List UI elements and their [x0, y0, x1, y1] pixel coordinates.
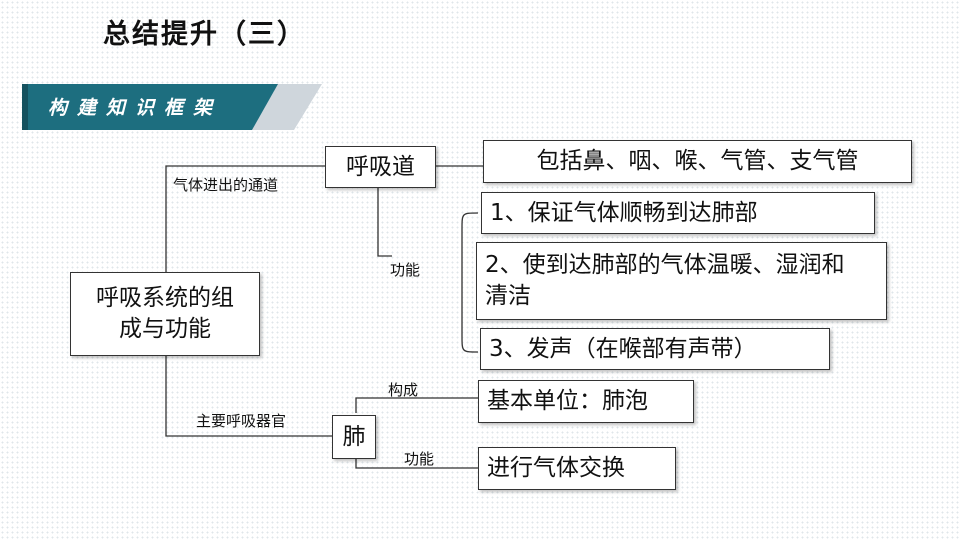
- section-banner: 构建知识框架: [22, 84, 322, 130]
- airway-function-3-box: 3、发声（在喉部有声带）: [480, 328, 830, 370]
- root-node: 呼吸系统的组成与功能: [70, 272, 260, 356]
- airway-node-text: 呼吸道: [346, 153, 415, 180]
- page-title: 总结提升（三）: [103, 19, 306, 50]
- lung-node-text: 肺: [342, 423, 366, 450]
- airway-function-1-box: 1、保证气体顺畅到达肺部: [481, 192, 875, 234]
- lung-function-box: 进行气体交换: [478, 447, 676, 490]
- root-node-text: 呼吸系统的组成与功能: [96, 285, 234, 342]
- lung-unit-text: 基本单位：肺泡: [487, 388, 648, 414]
- lung-unit-box: 基本单位：肺泡: [478, 380, 694, 423]
- label-lung-function: 功能: [404, 450, 435, 468]
- airway-function-2-text: 2、使到达肺部的气体温暖、湿润和清洁: [485, 252, 845, 309]
- label-lung-role: 主要呼吸器官: [196, 412, 287, 430]
- banner-ribbon-shape: [22, 84, 322, 130]
- label-airway-role: 气体进出的通道: [173, 176, 279, 194]
- airway-function-1-text: 1、保证气体顺畅到达肺部: [490, 199, 758, 226]
- label-lung-composition: 构成: [388, 381, 419, 399]
- banner-text: 构建知识框架: [48, 97, 223, 119]
- lung-function-text: 进行气体交换: [487, 455, 625, 481]
- airway-function-3-text: 3、发声（在喉部有声带）: [489, 335, 757, 362]
- airway-node: 呼吸道: [325, 146, 436, 188]
- lung-node: 肺: [332, 415, 376, 459]
- airway-parts-text: 包括鼻、咽、喉、气管、支气管: [536, 148, 859, 174]
- label-airway-function: 功能: [390, 261, 421, 279]
- airway-function-2-box: 2、使到达肺部的气体温暖、湿润和清洁: [476, 242, 887, 320]
- airway-parts-box: 包括鼻、咽、喉、气管、支气管: [483, 140, 912, 183]
